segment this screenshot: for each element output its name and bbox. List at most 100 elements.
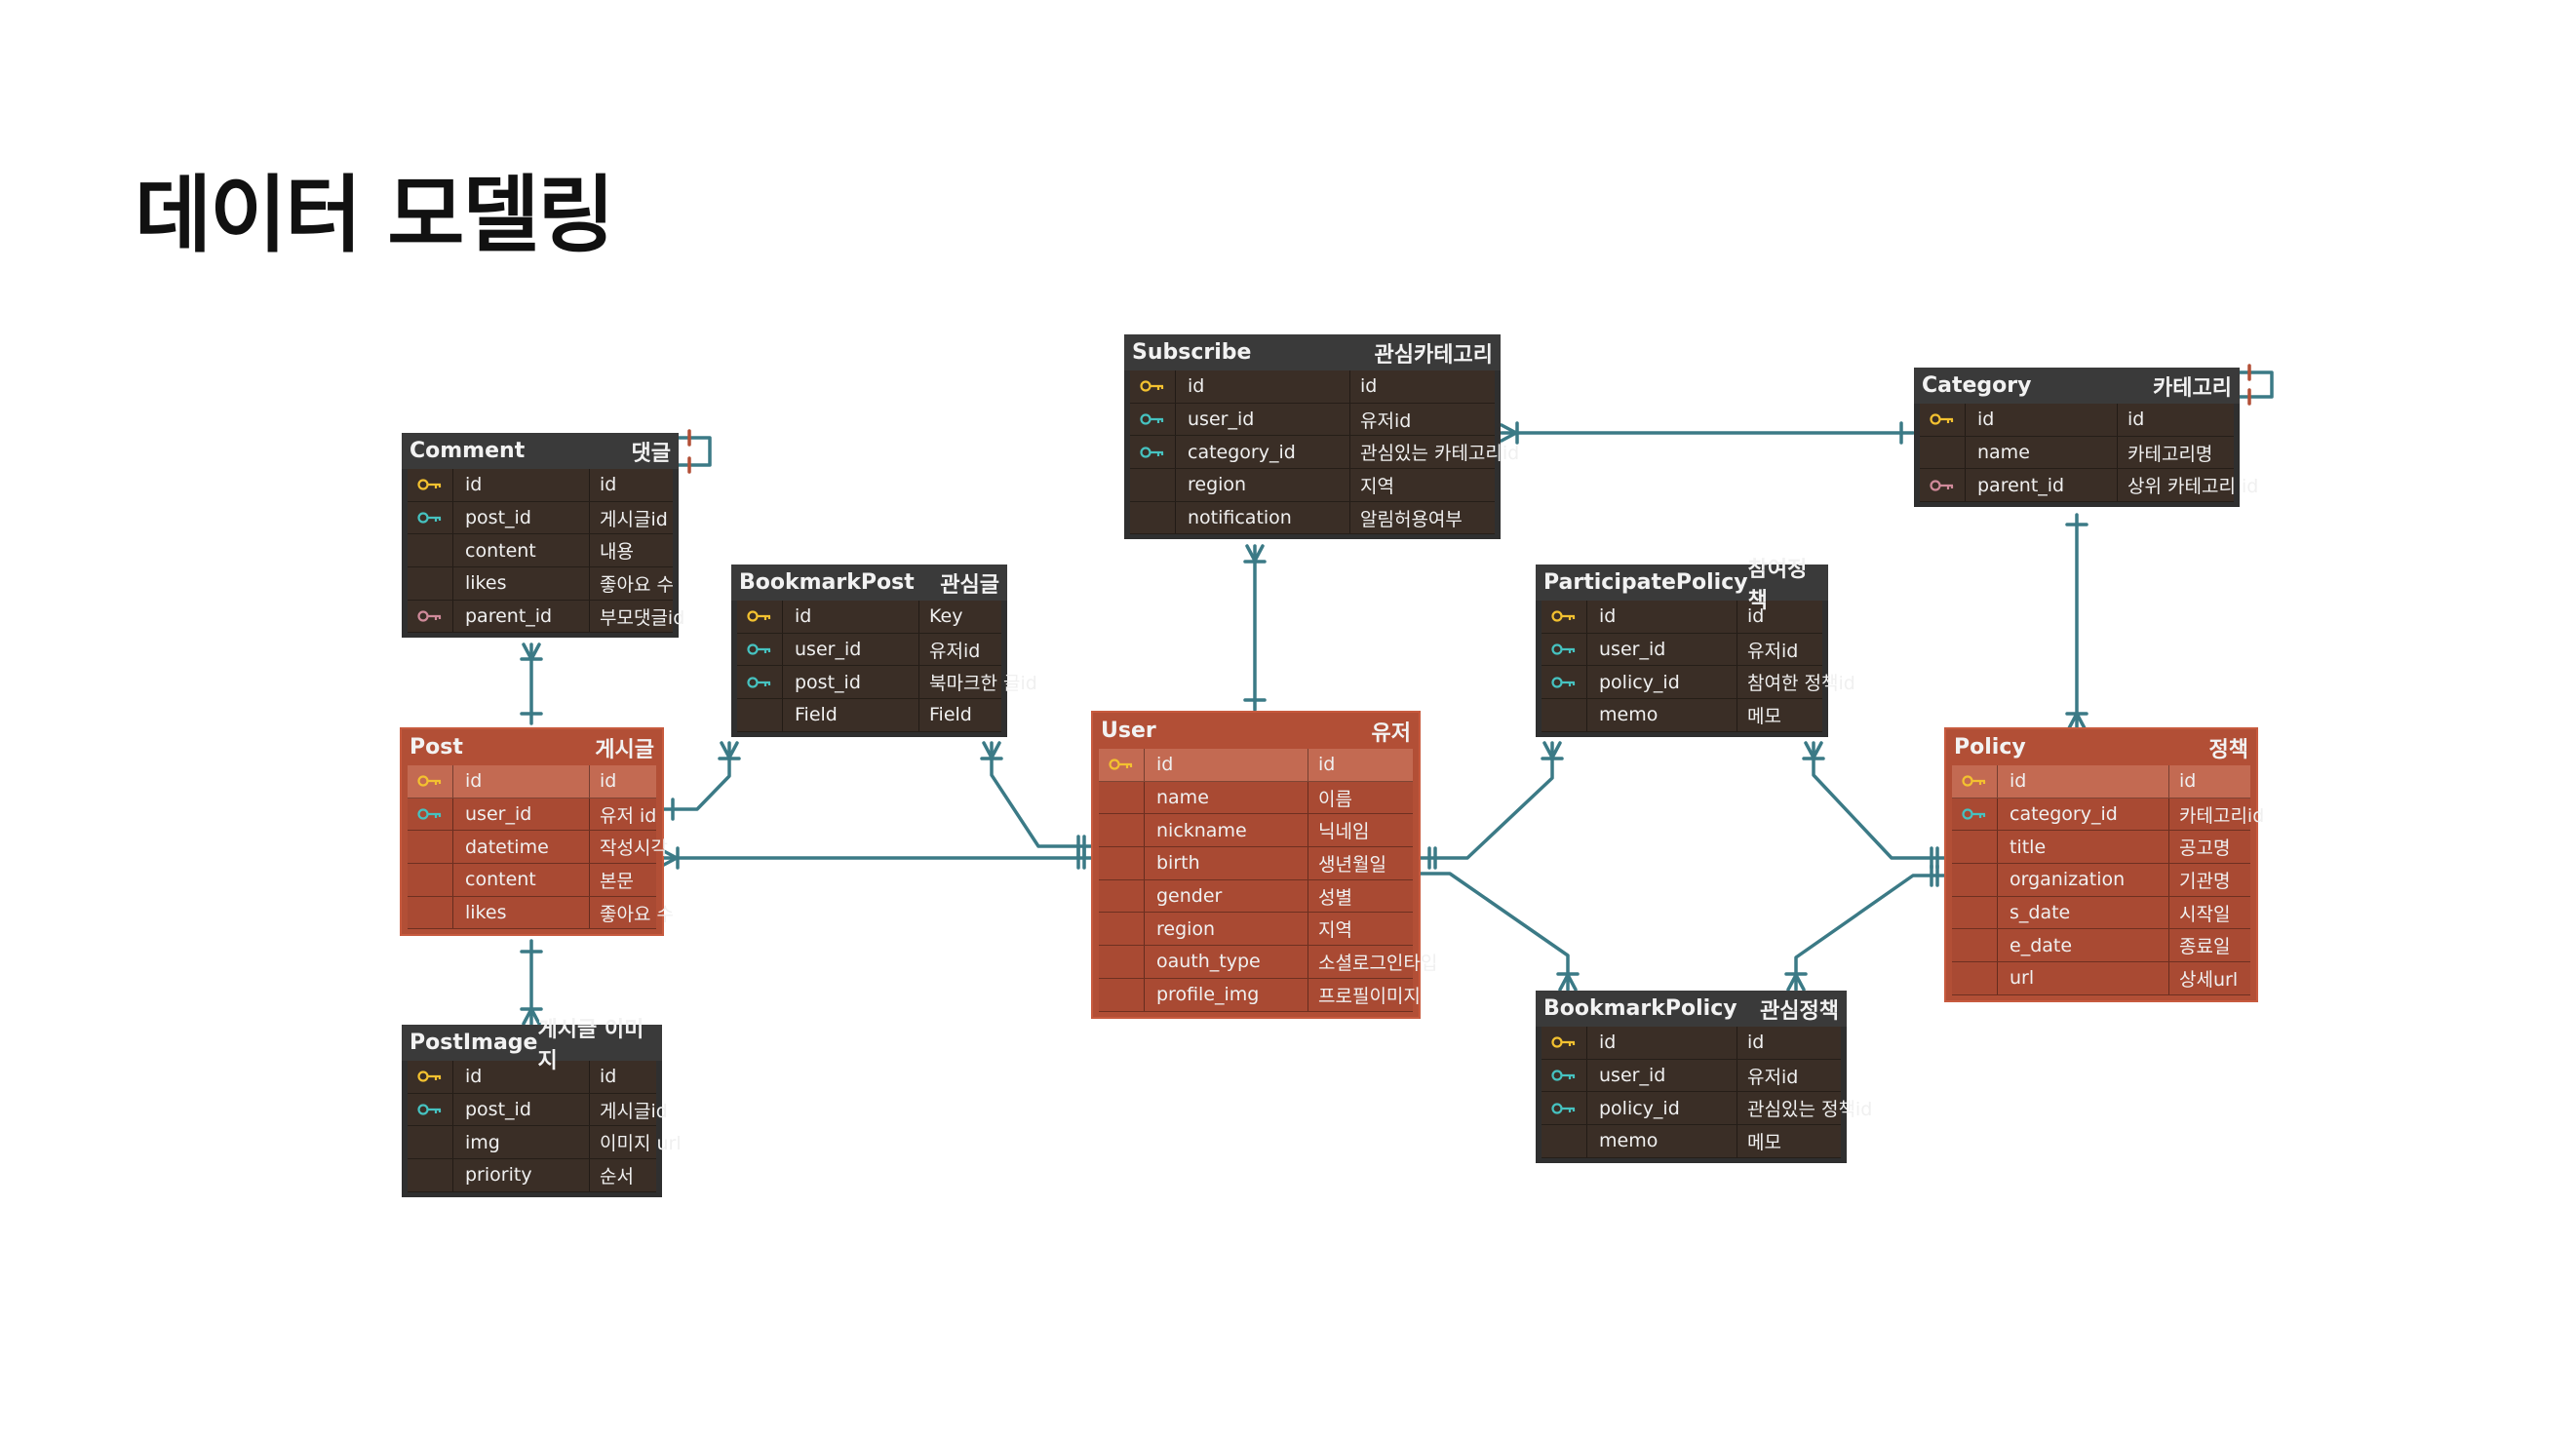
- crow-foot-icon: [2065, 712, 2088, 730]
- key-icon: [1130, 403, 1176, 436]
- column-name: name: [1966, 436, 2118, 469]
- table-label: 관심카테고리: [1374, 342, 1493, 368]
- column-name: id: [1176, 370, 1350, 403]
- table-row[interactable]: memo 메모: [1542, 699, 1822, 732]
- key-icon: [1099, 749, 1145, 781]
- self-relation-comment: [677, 436, 712, 467]
- key-icon: [1542, 1059, 1587, 1092]
- key-cell-empty: [1099, 946, 1145, 978]
- key-icon: [408, 600, 453, 633]
- column-name: e_date: [1998, 929, 2169, 962]
- key-cell-empty: [1542, 699, 1587, 731]
- column-name: Field: [783, 699, 919, 731]
- column-name: title: [1998, 831, 2169, 864]
- column-description: 메모: [1747, 705, 1781, 727]
- column-name: policy_id: [1587, 1092, 1737, 1125]
- column-description: 부모댓글id: [600, 606, 685, 629]
- key-cell-empty: [408, 1159, 453, 1191]
- key-icon: [1952, 765, 1998, 798]
- column-name: memo: [1587, 699, 1737, 731]
- column-name: post_id: [783, 666, 919, 699]
- one-marker-icon: [1427, 846, 1437, 870]
- column-description: 생년월일: [1318, 853, 1386, 876]
- crow-foot-icon: [1802, 741, 1825, 760]
- table-label: 관심글: [940, 572, 999, 598]
- column-description: 유저id: [1360, 409, 1412, 432]
- key-cell-empty: [1952, 864, 1998, 896]
- column-description: id: [600, 1066, 617, 1088]
- column-description: 카테고리id: [2179, 804, 2265, 827]
- column-name: user_id: [1587, 633, 1737, 666]
- column-description: 유저id: [929, 640, 981, 662]
- key-cell-empty: [1952, 831, 1998, 864]
- key-icon: [1920, 469, 1966, 502]
- key-cell-empty: [737, 699, 783, 731]
- column-name: post_id: [453, 1093, 590, 1126]
- crow-foot-icon: [1500, 421, 1519, 445]
